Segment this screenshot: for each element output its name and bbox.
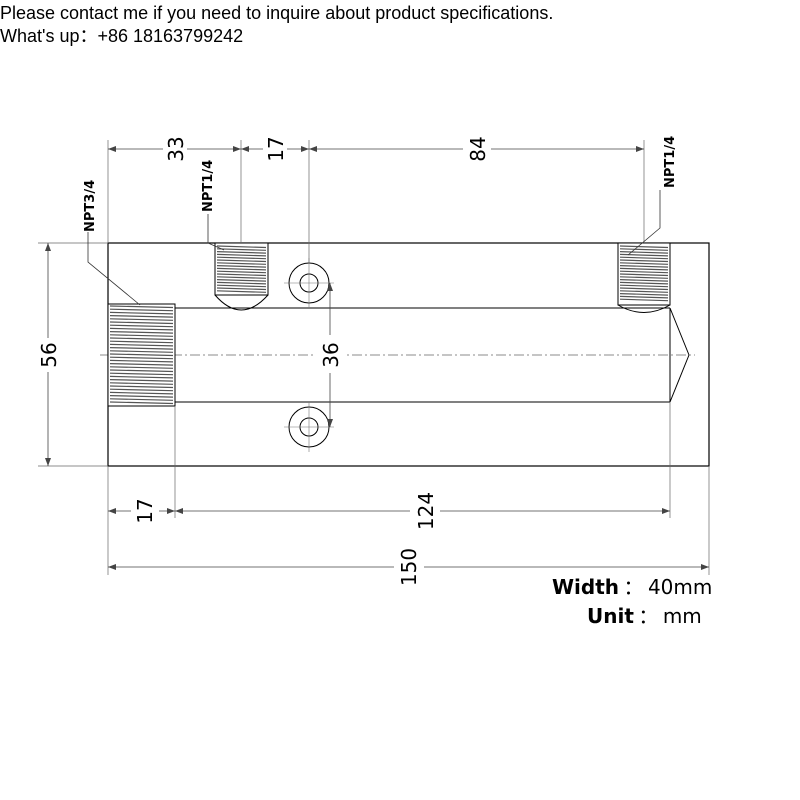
hole-centerlines — [284, 258, 334, 452]
unit-sep: ： — [638, 604, 658, 628]
unit-key: Unit — [587, 604, 634, 628]
extension-lines — [38, 140, 710, 575]
unit-value: mm — [663, 604, 702, 628]
width-key: Width — [552, 575, 619, 599]
label-npt-1-4-middle: NPT1/4 — [201, 160, 216, 212]
width-sep: ： — [623, 575, 643, 599]
leader-lines — [87, 190, 661, 306]
contact-line-2: What's up：+86 18163799242 — [0, 26, 244, 46]
dim-33: 33 — [164, 136, 188, 161]
width-note: Width ： 40mm — [552, 575, 712, 599]
dim-56: 56 — [37, 342, 61, 367]
contact-line-1: Please contact me if you need to inquire… — [0, 3, 554, 23]
label-npt-1-4-right: NPT1/4 — [663, 136, 678, 188]
unit-note: Unit ： mm — [587, 604, 702, 628]
dim-36: 36 — [319, 342, 343, 367]
dim-124: 124 — [414, 492, 438, 530]
dim-17-bottom: 17 — [133, 498, 157, 523]
thread-npt-1-4-middle — [214, 242, 269, 311]
dim-17-top: 17 — [264, 136, 288, 161]
label-npt-3-4: NPT3/4 — [83, 180, 98, 232]
thread-npt-3-4 — [107, 303, 176, 407]
internal-bore — [175, 307, 690, 403]
dim-84: 84 — [466, 136, 490, 161]
width-value: 40mm — [648, 575, 712, 599]
thread-npt-1-4-right — [617, 242, 671, 313]
dim-150: 150 — [397, 548, 421, 586]
